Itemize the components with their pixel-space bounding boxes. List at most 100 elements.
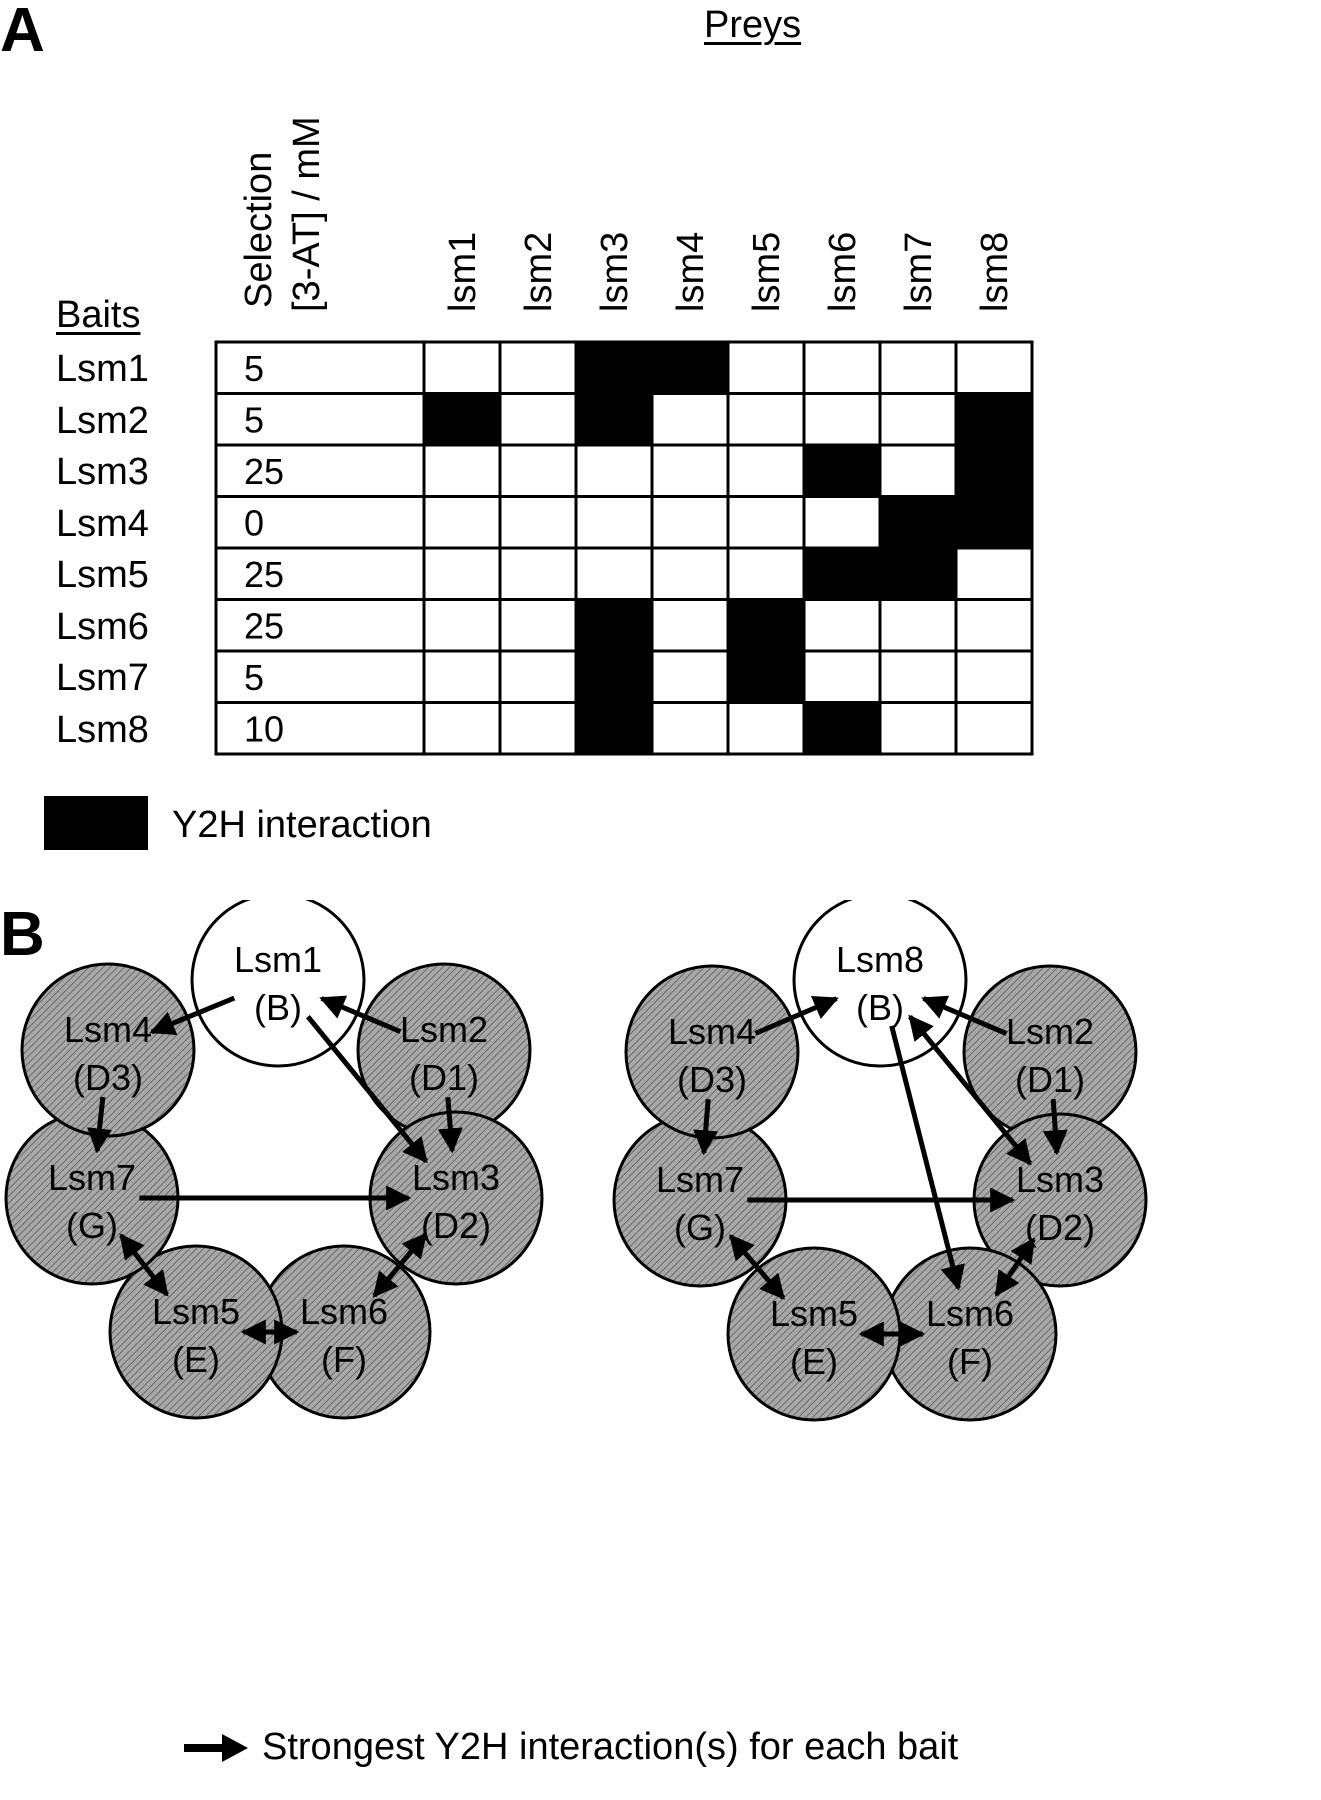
edge-b-f: [889, 1025, 965, 1291]
empty-cell: [802, 392, 882, 447]
edge-b-d2: [305, 1015, 429, 1164]
node-name: Lsm2: [1006, 1011, 1094, 1052]
interaction-cell: [878, 495, 958, 550]
empty-cell: [650, 649, 730, 704]
empty-cell: [498, 392, 578, 447]
node-position: (B): [254, 987, 302, 1028]
empty-cell: [422, 546, 502, 601]
empty-cell: [498, 443, 578, 498]
empty-cell: [574, 495, 654, 550]
empty-cell: [726, 701, 806, 756]
edge-b-d2: [908, 1014, 1032, 1166]
bait-label: Lsm1: [56, 348, 149, 390]
empty-cell: [574, 443, 654, 498]
selection-value: 25: [244, 554, 284, 595]
interaction-cell: [954, 392, 1034, 447]
node-position: (D1): [1015, 1059, 1085, 1100]
interaction-cell: [574, 340, 654, 395]
empty-cell: [498, 649, 578, 704]
empty-cell: [726, 495, 806, 550]
interaction-cell: [650, 340, 730, 395]
empty-cell: [422, 701, 502, 756]
empty-cell: [878, 340, 958, 395]
node-name: Lsm8: [836, 939, 924, 980]
edge-d3-b: [754, 996, 839, 1036]
empty-cell: [878, 598, 958, 653]
empty-cell: [878, 701, 958, 756]
edge-d3-g: [693, 1098, 719, 1156]
empty-cell: [726, 443, 806, 498]
empty-cell: [726, 392, 806, 447]
node-position: (E): [172, 1339, 220, 1380]
interaction-cell: [802, 546, 882, 601]
node-name: Lsm4: [668, 1011, 756, 1052]
empty-cell: [878, 649, 958, 704]
empty-cell: [650, 443, 730, 498]
node-name: Lsm6: [300, 1291, 388, 1332]
panel-a-letter: A: [0, 0, 45, 65]
empty-cell: [954, 598, 1034, 653]
empty-cell: [878, 443, 958, 498]
node-position: (D2): [1025, 1207, 1095, 1248]
node-name: Lsm6: [926, 1293, 1014, 1334]
empty-cell: [498, 598, 578, 653]
node-lsm4: [624, 964, 800, 1140]
selection-cell: [214, 546, 426, 601]
empty-cell: [422, 340, 502, 395]
node-position: (D3): [677, 1059, 747, 1100]
empty-cell: [954, 340, 1034, 395]
legend-swatch: [44, 796, 148, 850]
node-position: (D1): [409, 1057, 479, 1098]
selection-value: 25: [244, 605, 284, 646]
empty-cell: [498, 340, 578, 395]
node-position: (B): [856, 987, 904, 1028]
strongest-arrow-icon: [184, 1734, 248, 1762]
edge-b-d3: [149, 995, 236, 1035]
selection-value: 5: [244, 657, 264, 698]
interaction-cell: [726, 649, 806, 704]
empty-cell: [954, 649, 1034, 704]
empty-cell: [422, 649, 502, 704]
node-name: Lsm5: [770, 1293, 858, 1334]
empty-cell: [422, 598, 502, 653]
empty-cell: [650, 495, 730, 550]
empty-cell: [422, 495, 502, 550]
edge-g-e: [728, 1234, 786, 1300]
network-diagrams: Lsm2(D1)Lsm3(D2)Lsm6(F)Lsm5(E)Lsm7(G)Lsm…: [4, 900, 1148, 1422]
node-name: Lsm3: [1016, 1159, 1104, 1200]
edge-g-e: [119, 1233, 169, 1297]
interaction-cell: [422, 392, 502, 447]
edge-d1-b: [319, 995, 402, 1034]
selection-value: 25: [244, 451, 284, 492]
bait-label: Lsm8: [56, 708, 149, 751]
lsm1-ring: Lsm2(D1)Lsm3(D2)Lsm6(F)Lsm5(E)Lsm7(G)Lsm…: [4, 900, 544, 1420]
node-lsm4: [20, 962, 196, 1138]
selection-value: 5: [244, 348, 264, 389]
empty-cell: [574, 546, 654, 601]
empty-cell: [802, 340, 882, 395]
edge-d2-f: [994, 1237, 1036, 1297]
empty-cell: [726, 546, 806, 601]
lsm8-ring: Lsm2(D1)Lsm3(D2)Lsm6(F)Lsm5(E)Lsm7(G)Lsm…: [612, 900, 1148, 1422]
edge-d1-d2: [437, 1096, 463, 1154]
edge-d3-g: [87, 1096, 112, 1154]
interaction-cell: [574, 701, 654, 756]
node-name: Lsm5: [152, 1291, 240, 1332]
node-position: (E): [790, 1341, 838, 1382]
empty-cell: [878, 392, 958, 447]
legend-label: Y2H interaction: [172, 804, 432, 846]
node-lsm1: [190, 900, 366, 1068]
empty-cell: [650, 392, 730, 447]
interaction-cell: [726, 598, 806, 653]
interaction-cell: [574, 598, 654, 653]
empty-cell: [498, 701, 578, 756]
empty-cell: [726, 340, 806, 395]
empty-cell: [802, 598, 882, 653]
bait-label: Lsm6: [56, 605, 149, 648]
bait-label: Lsm7: [56, 657, 149, 699]
node-position: (G): [66, 1205, 118, 1246]
bait-label: Lsm4: [56, 502, 149, 545]
empty-cell: [802, 649, 882, 704]
node-name: Lsm1: [234, 939, 322, 980]
selection-cell: [214, 701, 426, 756]
